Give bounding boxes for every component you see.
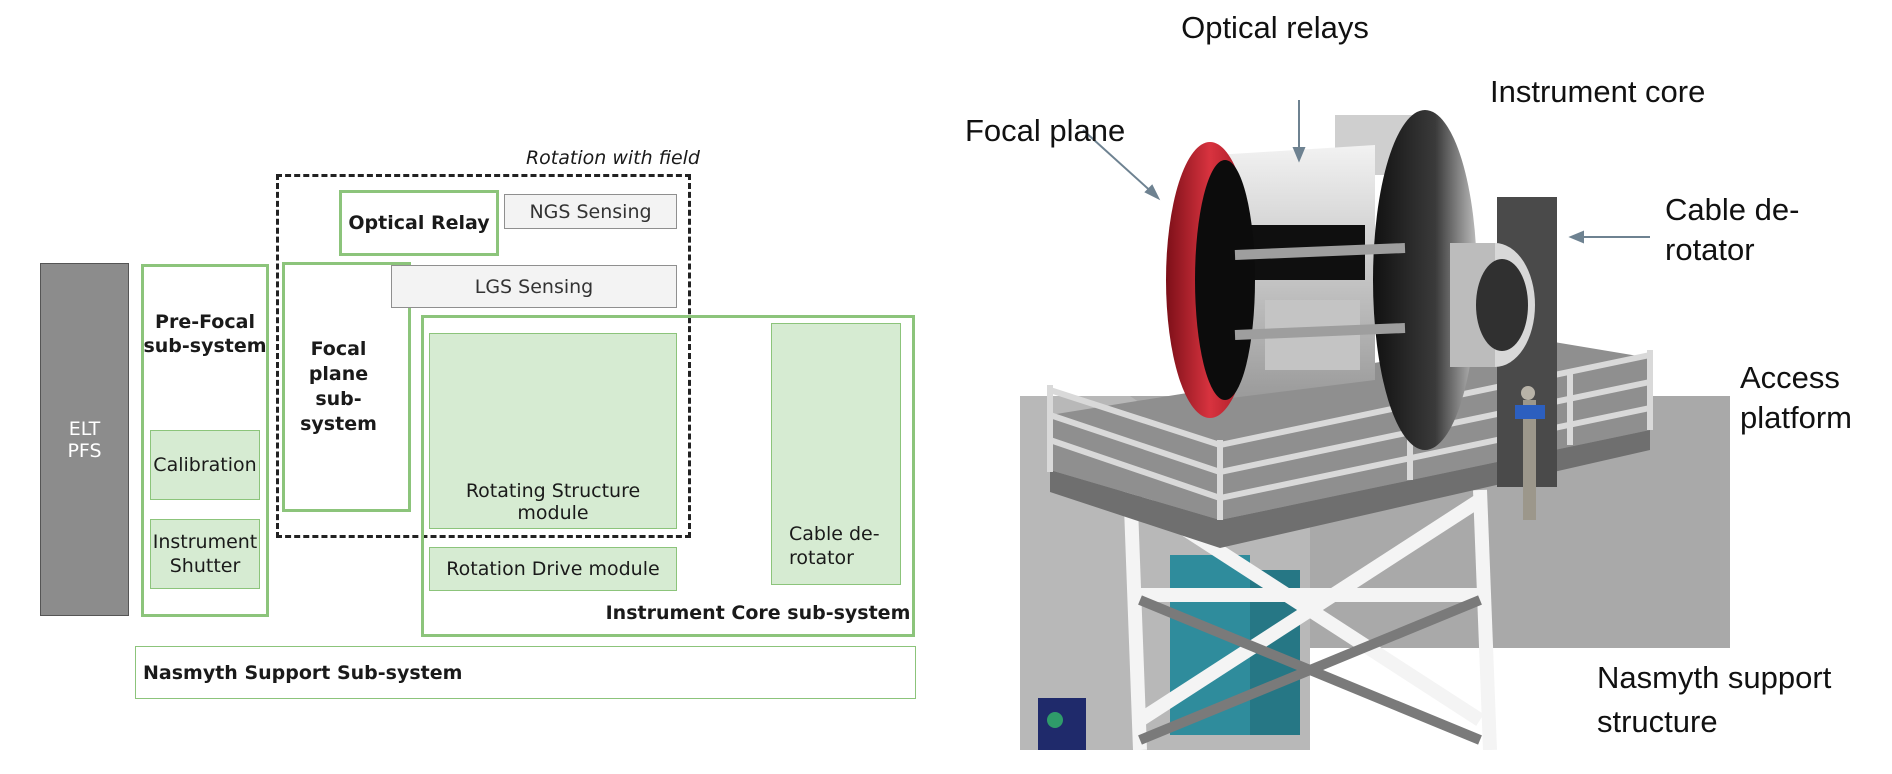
- rotation-drive-module: [429, 547, 677, 591]
- cable-derotator-label: Cable de- rotator: [789, 523, 880, 569]
- rotation-with-field-boundary: [276, 174, 691, 538]
- rotating-structure-module: [429, 333, 677, 529]
- instrument-core-label: Instrument Core sub-system: [605, 602, 911, 624]
- callout-access-platform: Access platform: [1740, 360, 1852, 435]
- nasmyth-support-label: Nasmyth Support Sub-system: [143, 661, 463, 684]
- callout-focal-plane: Focal plane: [965, 113, 1126, 148]
- rotation-drive-label: Rotation Drive module: [446, 558, 660, 580]
- callout-instrument-core: Instrument core: [1490, 74, 1706, 109]
- lgs-sensing-label: LGS Sensing: [474, 275, 594, 298]
- pre-focal-label: Pre-Focal sub-system: [143, 311, 267, 357]
- optical-relay-label: Optical Relay: [348, 212, 490, 234]
- instrument-render-illustration: [1020, 100, 1730, 750]
- ngs-sensing-label: NGS Sensing: [529, 200, 652, 223]
- elt-pfs-label: ELT PFS: [67, 417, 102, 462]
- lgs-sensing-block: [391, 265, 677, 308]
- callout-optical-relays: Optical relays: [1181, 10, 1369, 45]
- calibration-block: [150, 430, 260, 500]
- optical-relay-block: [339, 190, 499, 256]
- ngs-sensing-block: [504, 194, 677, 229]
- rotating-structure-label: Rotating Structure module: [465, 480, 641, 524]
- elt-pfs-block: [40, 263, 129, 616]
- focal-plane-subsystem: [282, 262, 411, 512]
- instrument-shutter-block: [150, 519, 260, 589]
- callout-cable-derotator: Cable de- rotator: [1665, 192, 1800, 267]
- instrument-shutter-label: Instrument Shutter: [152, 531, 258, 577]
- callout-nasmyth-support: Nasmyth support structure: [1585, 652, 1892, 748]
- instrument-core-subsystem: [421, 315, 915, 637]
- focal-plane-label: Focal plane sub- system: [300, 338, 377, 435]
- rotation-with-field-label: Rotation with field: [525, 147, 700, 169]
- cable-derotator-block: [771, 323, 901, 585]
- calibration-label: Calibration: [153, 454, 257, 476]
- nasmyth-support-subsystem: [135, 646, 916, 699]
